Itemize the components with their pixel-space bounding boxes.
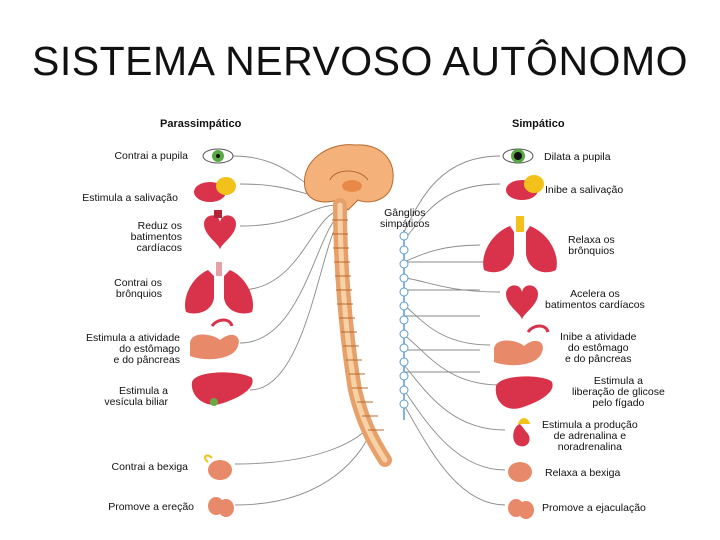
sympathetic-header: Simpático	[512, 118, 565, 130]
right-effect-label: Estimula a liberação de glicose pelo fíg…	[572, 375, 665, 409]
left-effect-label: Estimula a salivação	[82, 192, 178, 204]
ganglia-label: Gânglios simpáticos	[380, 207, 430, 230]
right-bladder-icon	[508, 462, 532, 482]
left-eye-icon	[202, 148, 234, 164]
right-adrenal-kidney-icon	[513, 418, 530, 447]
left-bladder-icon	[204, 454, 232, 480]
sympathetic-nerves	[403, 155, 506, 506]
right-effect-label: Estimula a produção de adrenalina e nora…	[542, 419, 638, 453]
right-effect-label: Promove a ejaculação	[542, 502, 646, 514]
left-effect-label: Promove a ereção	[108, 501, 194, 513]
left-effect-label: Contrai os brônquios	[114, 277, 162, 300]
left-effect-label: Estimula a atividade do estômago e do pâ…	[86, 332, 180, 366]
left-effect-label: Contrai a bexiga	[111, 461, 188, 473]
spinal-cord	[332, 198, 392, 467]
right-effect-label: Inibe a atividade do estômago e do pâncr…	[560, 331, 637, 365]
left-liver-icon	[191, 372, 253, 406]
right-lungs-icon	[483, 216, 557, 273]
right-heart-icon	[506, 285, 538, 320]
right-effect-label: Relaxa a bexiga	[545, 467, 621, 479]
left-salivary-gland-icon	[194, 177, 236, 202]
left-heart-icon	[204, 210, 236, 250]
sympathetic-ganglia-chain	[399, 230, 409, 420]
right-effect-label: Relaxa os brônquios	[568, 234, 615, 257]
left-lungs-icon	[184, 262, 254, 314]
right-genitals-icon	[508, 499, 534, 519]
left-effect-label: Contrai a pupila	[114, 150, 188, 162]
right-liver-icon	[495, 376, 553, 409]
right-salivary-gland-icon	[506, 175, 544, 200]
left-effect-label: Reduz os batimentos cardíacos	[130, 220, 182, 254]
right-effect-label: Acelera os batimentos cardíacos	[545, 288, 645, 311]
brain-icon	[304, 144, 394, 211]
left-effect-label: Estimula a vesícula biliar	[104, 385, 168, 408]
right-eye-icon	[502, 148, 534, 164]
right-stomach-icon	[494, 324, 550, 366]
left-stomach-icon	[190, 318, 239, 360]
slide-title: SISTEMA NERVOSO AUTÔNOMO	[32, 38, 688, 84]
right-effect-label: Dilata a pupila	[544, 151, 611, 163]
parasympathetic-header: Parassimpático	[160, 118, 242, 130]
left-genitals-icon	[208, 497, 234, 517]
right-effect-label: Inibe a salivação	[545, 184, 624, 196]
